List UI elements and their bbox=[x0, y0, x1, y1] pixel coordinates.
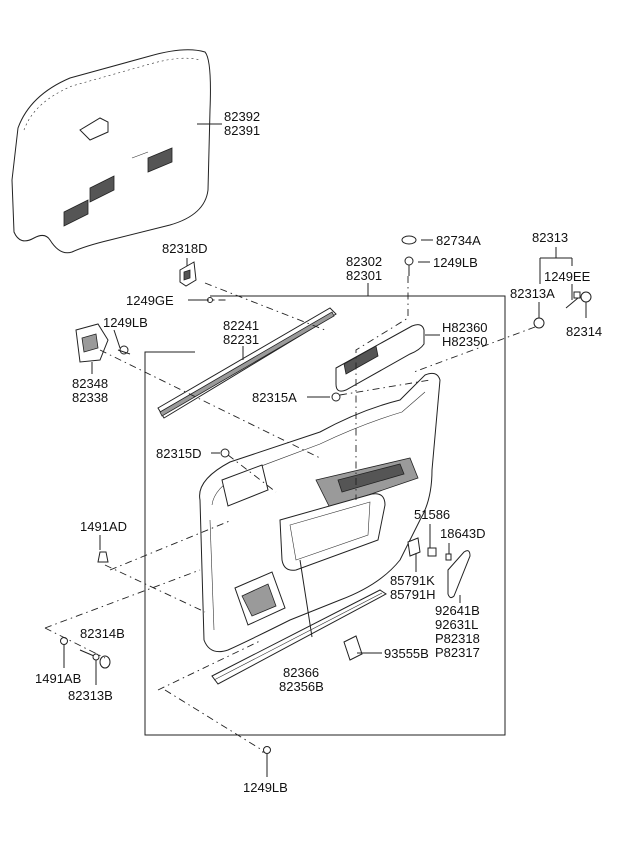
callout-82241: 82241 bbox=[223, 318, 259, 333]
door-insulation-pad bbox=[11, 49, 222, 254]
clip-82318D bbox=[179, 261, 197, 287]
callout-82315D: 82315D bbox=[156, 446, 202, 461]
callout-1249GE: 1249GE bbox=[126, 293, 174, 308]
callout-82315A: 82315A bbox=[252, 390, 297, 405]
callout-82302: 82302 bbox=[346, 254, 382, 269]
callout-1249EE: 1249EE bbox=[544, 269, 591, 284]
callout-82314B: 82314B bbox=[80, 626, 125, 641]
callout-82313: 82313 bbox=[532, 230, 568, 245]
bolt-1249EE bbox=[565, 291, 581, 309]
bolt-1249LB-top bbox=[404, 256, 414, 276]
bolt-1249LB-left bbox=[117, 345, 131, 355]
callout-92641B: 92641B bbox=[435, 603, 480, 618]
callout-1491AD: 1491AD bbox=[80, 519, 127, 534]
power-window-switch-bezel bbox=[335, 324, 425, 392]
callout-85791K: 85791K bbox=[390, 573, 435, 588]
cap-82734A bbox=[401, 235, 417, 245]
assembly-guide-lines bbox=[44, 276, 536, 751]
callout-85791H: 85791H bbox=[390, 587, 436, 602]
lower-garnish-strip bbox=[211, 589, 387, 685]
callout-82314: 82314 bbox=[566, 324, 602, 339]
callout-1491AB: 1491AB bbox=[35, 671, 81, 686]
clip-82315A bbox=[331, 392, 341, 402]
speaker-clip-93555B bbox=[343, 635, 363, 661]
callout-82392: 82392 bbox=[224, 109, 260, 124]
leader-lines bbox=[63, 239, 587, 777]
callout-18643D: 18643D bbox=[440, 526, 486, 541]
callout-labels: 82392 82391 82734A 1249LB 82313 82318D 8… bbox=[35, 109, 602, 795]
socket-51586 bbox=[427, 547, 437, 557]
callout-82318D: 82318D bbox=[162, 241, 208, 256]
callout-82313A: 82313A bbox=[510, 286, 555, 301]
callout-82348: 82348 bbox=[72, 376, 108, 391]
washer-82314 bbox=[580, 291, 592, 303]
callout-H82360: H82360 bbox=[442, 320, 488, 335]
nut-82313A bbox=[533, 317, 545, 329]
cap-82314B bbox=[99, 655, 111, 669]
callout-1249LB-bottom: 1249LB bbox=[243, 780, 288, 795]
callout-82313B: 82313B bbox=[68, 688, 113, 703]
bulb-18643D bbox=[445, 553, 452, 561]
callout-82391: 82391 bbox=[224, 123, 260, 138]
clip-1491AD bbox=[97, 551, 109, 563]
callout-H82350: H82350 bbox=[442, 334, 488, 349]
callout-82734A: 82734A bbox=[436, 233, 481, 248]
cover-85791K bbox=[407, 537, 421, 557]
belt-weatherstrip bbox=[157, 307, 337, 419]
screw-1491AB bbox=[60, 637, 68, 645]
callout-82231: 82231 bbox=[223, 332, 259, 347]
assembly-frame bbox=[144, 295, 506, 736]
callout-P82317: P82317 bbox=[435, 645, 480, 660]
callout-82301: 82301 bbox=[346, 268, 382, 283]
callout-1249LB-top: 1249LB bbox=[433, 255, 478, 270]
clip-82315D bbox=[220, 448, 230, 458]
bolt-1249LB-bottom bbox=[262, 746, 271, 754]
callout-P82318: P82318 bbox=[435, 631, 480, 646]
callout-82366: 82366 bbox=[283, 665, 319, 680]
pull-handle-92641B bbox=[447, 550, 471, 599]
latch-82348 bbox=[75, 323, 109, 363]
callout-93555B: 93555B bbox=[384, 646, 429, 661]
door-trim-panel bbox=[199, 372, 441, 653]
bolt-82313B bbox=[79, 649, 100, 661]
callout-1249LB-left: 1249LB bbox=[103, 315, 148, 330]
callout-82356B: 82356B bbox=[279, 679, 324, 694]
callout-92631L: 92631L bbox=[435, 617, 478, 632]
callout-82338: 82338 bbox=[72, 390, 108, 405]
callout-51586: 51586 bbox=[414, 507, 450, 522]
